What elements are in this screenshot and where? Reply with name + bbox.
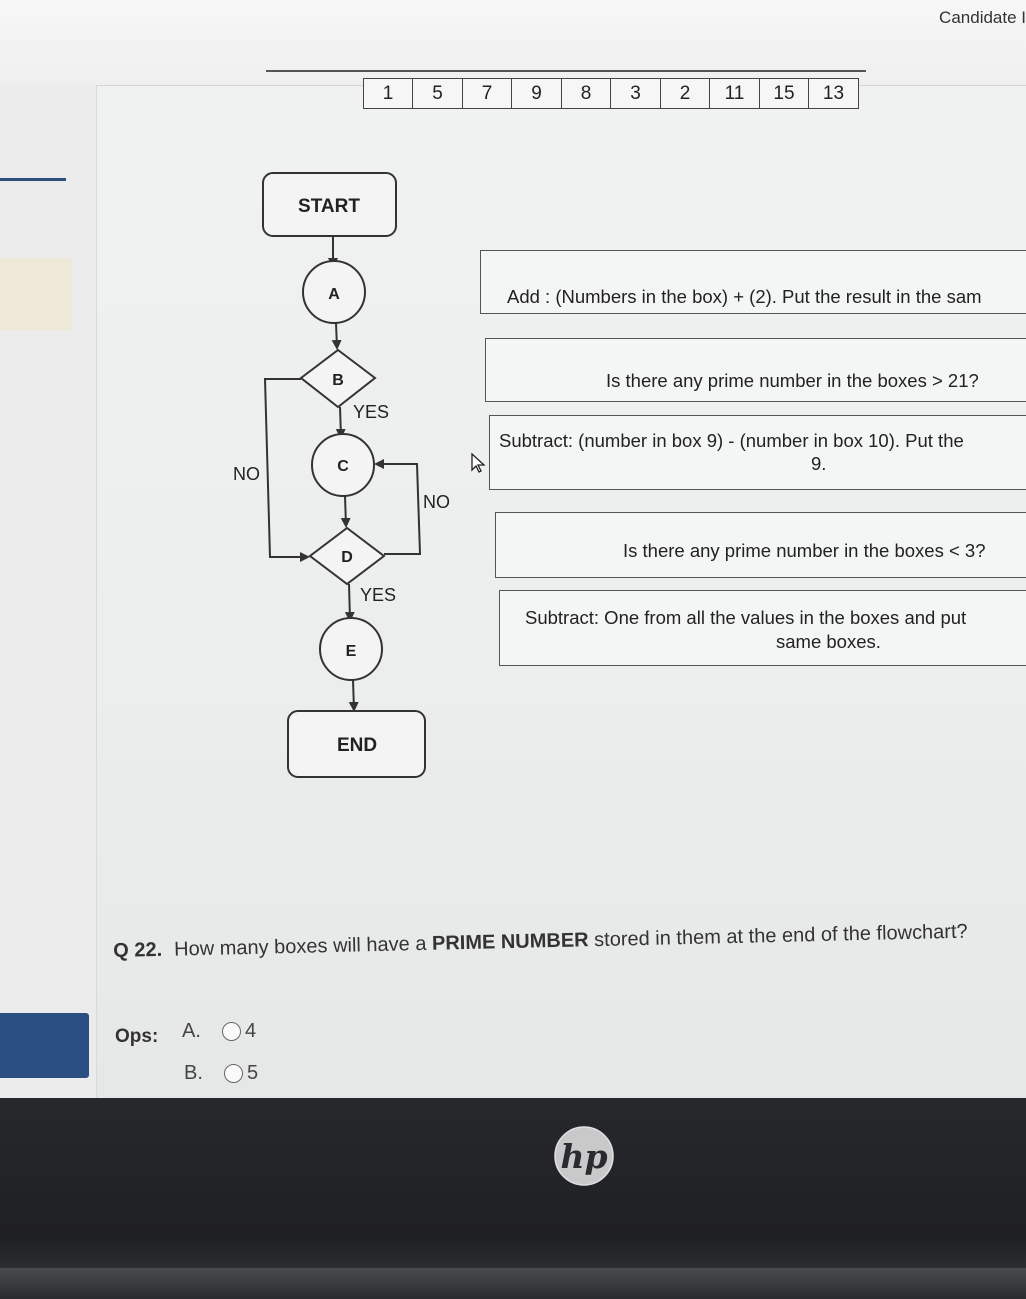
box-4: 9	[511, 78, 562, 109]
question-number: Q 22.	[113, 938, 163, 962]
option-b-letter: B.	[184, 1062, 203, 1084]
boxes-top-rule	[266, 70, 866, 72]
left-panel-highlight	[0, 258, 72, 330]
arrow-e-end	[348, 679, 359, 712]
arrow-d-e	[344, 583, 355, 622]
legend-c-text-2: 9.	[811, 453, 827, 474]
arrow-c-d	[340, 495, 351, 528]
laptop-bezel-edge	[0, 1268, 1026, 1299]
option-a-letter: A.	[182, 1020, 201, 1042]
option-a-value: 4	[245, 1020, 257, 1042]
legend-e-text-1: Subtract: One from all the values in the…	[525, 607, 967, 628]
legend-e-text-2: same boxes.	[776, 631, 881, 652]
start-label: START	[298, 196, 360, 217]
no-label-b: NO	[233, 464, 260, 484]
legend-b-text: Is there any prime number in the boxes >…	[606, 370, 979, 391]
node-e-circle	[319, 617, 383, 681]
legend-box-a: Add : (Numbers in the box) + (2). Put th…	[480, 250, 1026, 314]
start-box	[262, 172, 397, 237]
arrow-a-b	[331, 322, 342, 350]
left-panel-active-indicator	[0, 178, 66, 181]
question-text-bold: PRIME NUMBER	[431, 929, 589, 955]
legend-box-c: Subtract: (number in box 9) - (number in…	[489, 415, 1026, 490]
end-box	[287, 710, 426, 778]
legend-box-e: Subtract: One from all the values in the…	[499, 590, 1026, 666]
arrow-d-no-loop	[374, 459, 422, 555]
no-label-d: NO	[423, 492, 450, 512]
box-8: 11	[709, 78, 760, 109]
box-10: 13	[808, 78, 859, 109]
node-b-diamond	[299, 348, 377, 409]
candidate-label: Candidate I	[939, 8, 1026, 27]
end-label: END	[337, 735, 377, 756]
box-9: 15	[758, 78, 810, 109]
box-6: 3	[610, 78, 661, 109]
node-d-label: D	[341, 549, 353, 566]
node-b-label: B	[332, 372, 344, 389]
node-a-circle	[302, 260, 366, 324]
legend-box-d: Is there any prime number in the boxes <…	[495, 512, 1026, 578]
box-3: 7	[461, 78, 513, 109]
exam-screen: Candidate I 1 5 7 9 8 3 2 11 15 13	[0, 0, 1026, 1100]
legend-c-text-1: Subtract: (number in box 9) - (number in…	[499, 430, 964, 451]
box-1: 1	[362, 78, 414, 109]
option-b-value: 5	[247, 1062, 259, 1084]
option-a-radio[interactable]	[222, 1022, 241, 1041]
node-d-diamond	[308, 526, 386, 586]
flowchart: START A B C D E END YES YES NO NO	[233, 172, 450, 778]
arrow-b-no-loop	[263, 378, 310, 562]
legend-box-b: Is there any prime number in the boxes >…	[485, 338, 1026, 402]
number-boxes: 1 5 7 9 8 3 2 11 15 13	[362, 78, 859, 109]
yes-label-d: YES	[360, 585, 396, 605]
legend-a-text: Add : (Numbers in the box) + (2). Put th…	[507, 286, 982, 307]
node-c-label: C	[337, 458, 349, 475]
left-panel	[0, 85, 97, 1100]
option-b[interactable]: B. 5	[184, 1062, 258, 1085]
mouse-cursor-icon	[471, 452, 486, 473]
options-label: Ops:	[115, 1026, 159, 1047]
laptop-bezel	[0, 1098, 1026, 1299]
option-b-radio[interactable]	[224, 1064, 243, 1083]
box-5: 8	[560, 78, 612, 109]
option-a[interactable]: A. 4	[182, 1020, 256, 1043]
hp-logo-text: hp	[560, 1137, 607, 1176]
hp-logo-icon: hp	[554, 1126, 614, 1186]
node-a-label: A	[328, 286, 340, 303]
question-text-before: How many boxes will have a	[173, 932, 433, 961]
left-panel-button[interactable]	[0, 1013, 89, 1078]
box-7: 2	[659, 78, 711, 109]
legend-d-text: Is there any prime number in the boxes <…	[623, 540, 986, 561]
yes-label-b: YES	[353, 402, 389, 422]
node-e-label: E	[346, 643, 357, 660]
arrow-b-c	[335, 406, 346, 439]
